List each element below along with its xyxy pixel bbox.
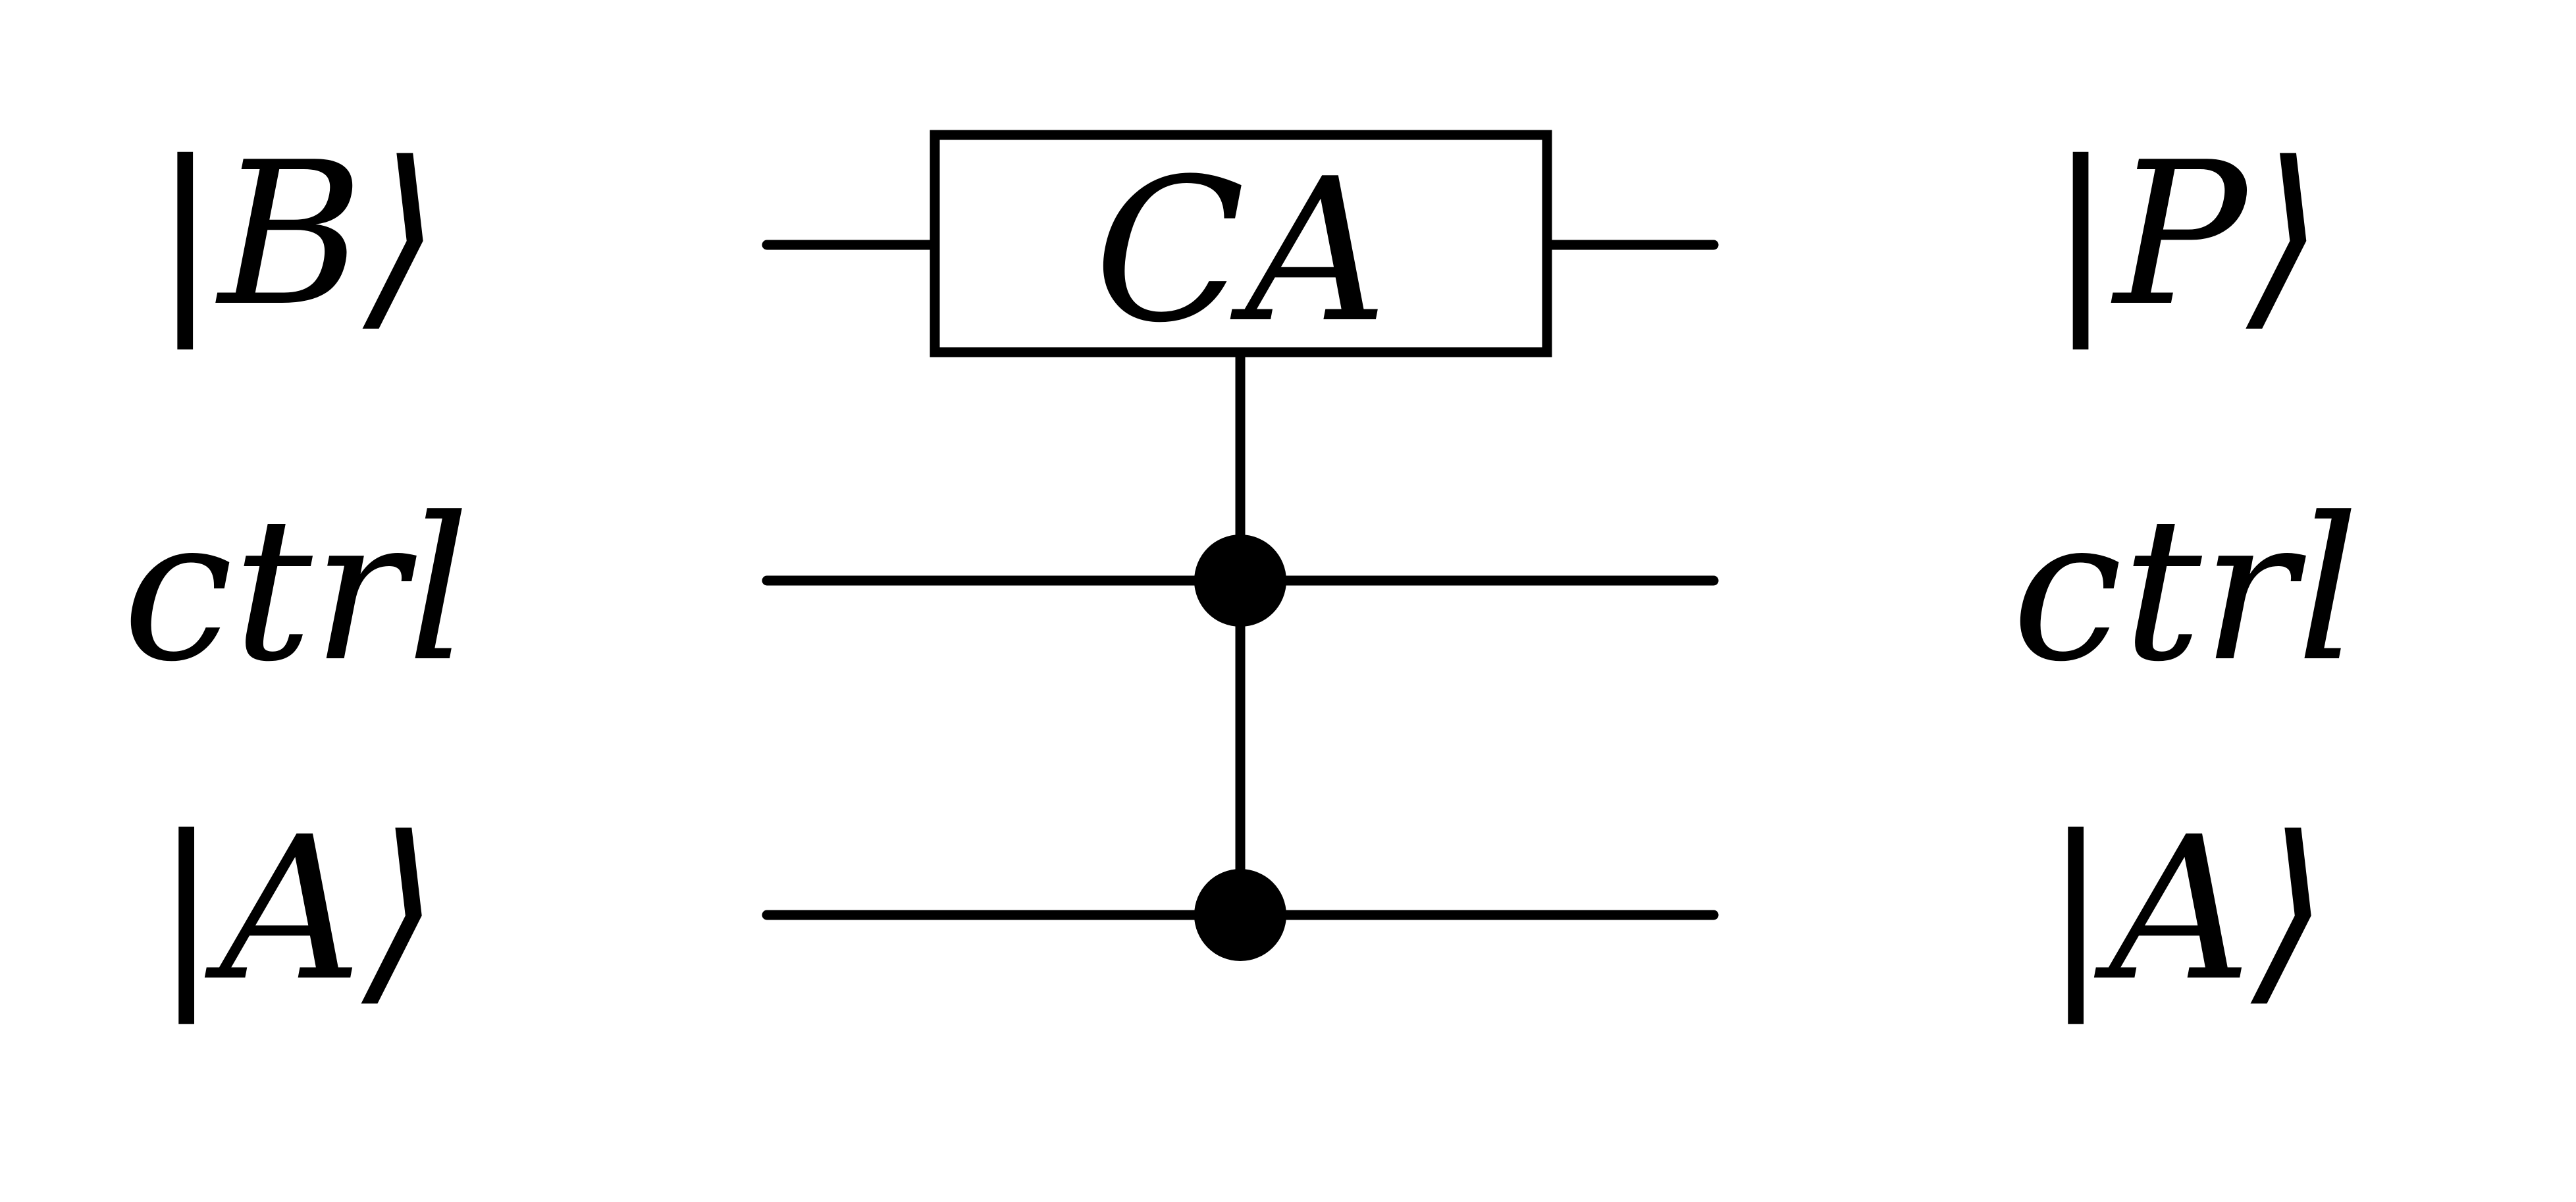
gate-ca-box [930, 130, 1552, 357]
input-label-wire-0: |B⟩ [152, 120, 441, 352]
output-label-wire-0: |P⟩ [2047, 120, 2324, 352]
control-dot-wire-1 [1194, 535, 1286, 627]
input-label-wire-2: |A⟩ [153, 795, 440, 1027]
output-label-wire-1: ctrl [2012, 475, 2359, 705]
gate-ca-label: CA [1094, 136, 1388, 366]
input-label-wire-1: ctrl [122, 475, 470, 705]
control-dot-wire-2 [1194, 869, 1286, 961]
output-label-wire-2: |A⟩ [2043, 795, 2329, 1027]
